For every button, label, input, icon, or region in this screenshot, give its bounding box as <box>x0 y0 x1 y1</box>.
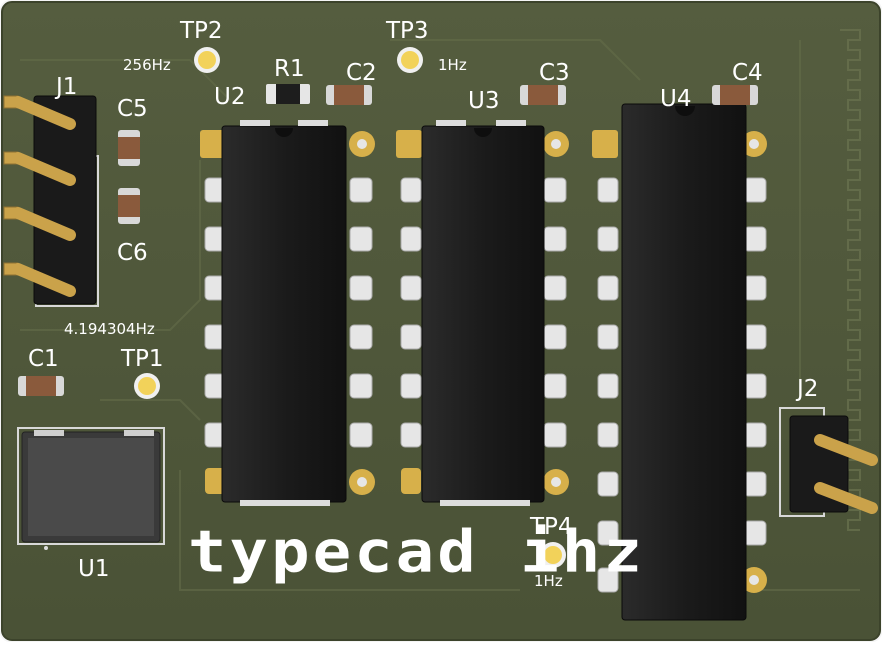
r1-resistor <box>266 84 310 104</box>
typecad-logo: typecad ihz <box>188 524 645 588</box>
typecad-logo-text: typecad ihz <box>188 519 645 587</box>
u2-pads-left <box>200 130 226 494</box>
c6-label: C6 <box>117 240 148 266</box>
u3-label: U3 <box>468 88 500 114</box>
u4-label: U4 <box>660 86 692 112</box>
c4-capacitor <box>712 85 758 105</box>
c5-capacitor <box>118 130 140 166</box>
u4-pads-left <box>592 130 619 593</box>
c3-capacitor <box>520 85 566 105</box>
u4-ic <box>592 103 767 621</box>
r1-label: R1 <box>274 56 305 82</box>
tp1-testpoint <box>134 373 160 399</box>
tp3-label: TP3 <box>386 18 429 44</box>
tp4-testpoint <box>540 542 566 568</box>
tp4-freq-label: 1Hz <box>534 572 563 590</box>
tp2-label: TP2 <box>180 18 223 44</box>
c1-capacitor <box>18 376 64 396</box>
c5-label: C5 <box>117 96 148 122</box>
j1-header <box>3 95 99 307</box>
tp4-label: TP4 <box>530 514 573 540</box>
tp2-testpoint <box>194 47 220 73</box>
c4-label: C4 <box>732 60 763 86</box>
copper-traces <box>20 39 860 591</box>
u3-ic <box>396 120 569 506</box>
u1-label: U1 <box>78 556 110 582</box>
c2-label: C2 <box>346 60 377 86</box>
c1-label: C1 <box>28 346 59 372</box>
u4-pads-right <box>741 131 767 593</box>
c2-capacitor <box>326 85 372 105</box>
tp3-testpoint <box>397 47 423 73</box>
u2-pads-right <box>349 131 375 495</box>
tp3-freq-label: 1Hz <box>438 56 467 74</box>
c6-capacitor <box>118 188 140 224</box>
u3-pads-right <box>543 131 569 495</box>
tp2-freq-label: 256Hz <box>123 56 171 74</box>
crystal-freq-label: 4.194304Hz <box>64 320 155 338</box>
u2-label: U2 <box>214 84 246 110</box>
j1-label: J1 <box>56 74 78 100</box>
j2-label: J2 <box>797 376 819 402</box>
c3-label: C3 <box>539 60 570 86</box>
j2-header <box>779 407 878 517</box>
u2-ic <box>200 120 375 506</box>
u1-oscillator <box>17 427 165 550</box>
tp1-label: TP1 <box>121 346 164 372</box>
u3-pads-left <box>396 130 422 494</box>
